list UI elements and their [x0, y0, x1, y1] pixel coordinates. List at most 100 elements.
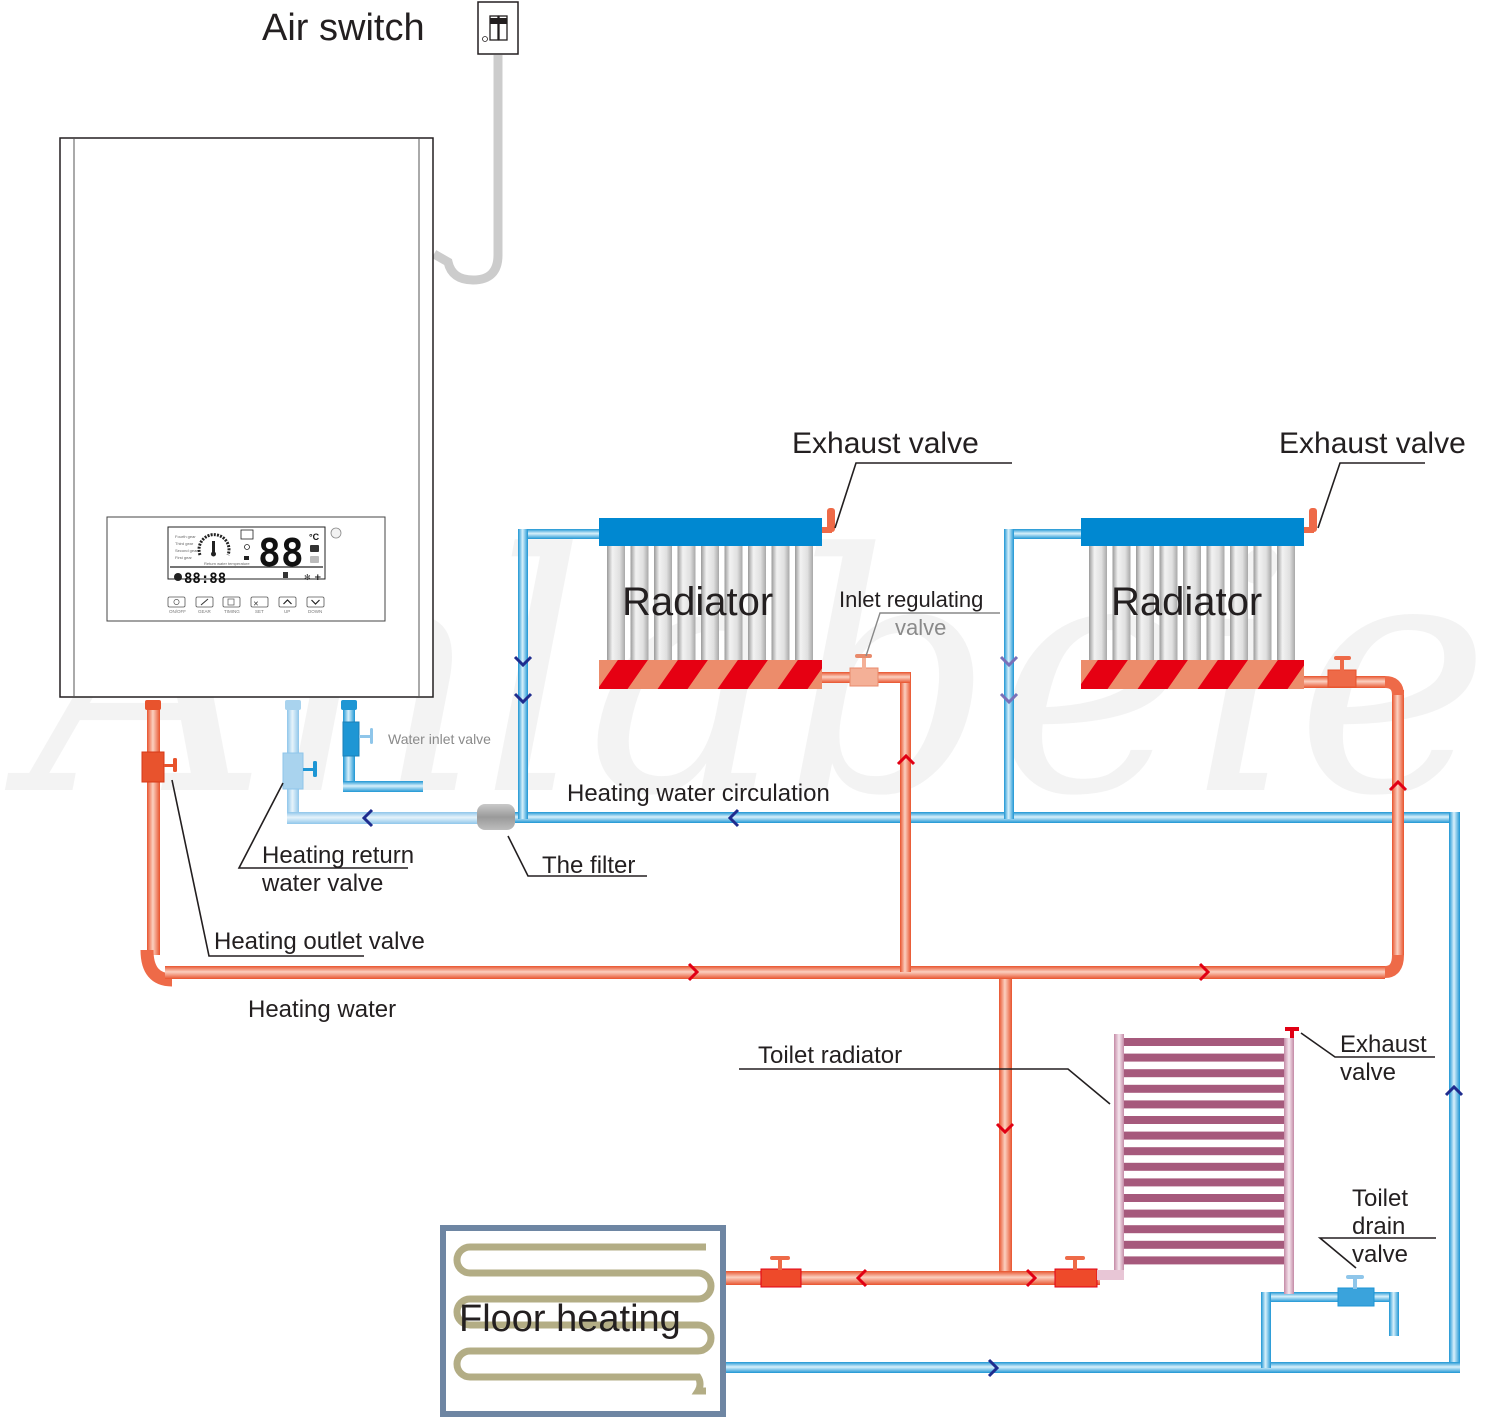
floor-supply-line: [725, 1271, 1100, 1285]
toilet-exhaust-valve-label-line2: valve: [1340, 1059, 1396, 1086]
toilet-radiator-bar: [1124, 1178, 1284, 1187]
filter-label: The filter: [542, 852, 635, 879]
filter-leader: [507, 835, 647, 877]
radiator-fin: [795, 546, 813, 660]
toilet-radiator-bar: [1124, 1038, 1284, 1046]
button-set[interactable]: ✕ SET: [250, 596, 269, 614]
heating-return-water-valve-label-line1: Heating return: [262, 842, 414, 869]
toilet-radiator-bar: [1124, 1069, 1284, 1078]
gear-label-3: Third gear: [175, 541, 194, 546]
air-switch-box: [477, 1, 519, 55]
radiator1-return-drop: [518, 529, 528, 819]
heating-outlet-valve-leader: [171, 779, 364, 957]
tank-icon: [240, 529, 254, 540]
arrow-up-icon: [1444, 1084, 1464, 1097]
button-gear[interactable]: GEAR: [195, 596, 214, 614]
button-timing-label: TIMING: [224, 609, 240, 614]
radiator-1-label: Radiator: [622, 580, 773, 624]
toilet-drain-valve[interactable]: [1337, 1275, 1375, 1307]
heating-return-water-valve-label-line2: water valve: [261, 870, 383, 897]
toilet-drain-valve-label-line2: drain: [1352, 1213, 1405, 1240]
radiator-fin: [748, 546, 766, 660]
toilet-exhaust-valve[interactable]: [1285, 1027, 1299, 1038]
floor-heating: Floor heating: [440, 1225, 726, 1417]
radiator2-return-drop: [1004, 529, 1014, 819]
return-pipe-network: [287, 529, 1460, 1373]
button-down[interactable]: DOWN: [306, 596, 325, 614]
exhaust-valve-1[interactable]: [822, 508, 835, 533]
radiator-fin: [701, 546, 719, 660]
water-inlet-valve[interactable]: [341, 700, 373, 757]
electric-boiler: Fourth gear Third gear Second gear First…: [59, 137, 434, 698]
lock-icon: [244, 556, 249, 560]
radiator2-inlet-valve[interactable]: [1327, 656, 1357, 688]
button-gear-label: GEAR: [198, 609, 212, 614]
gear-label-2: Second gear: [175, 548, 198, 553]
dial-caption: Return water temperature: [204, 561, 250, 566]
arrow-down-icon: [513, 692, 533, 705]
return-riser-right: [1449, 812, 1460, 1372]
toilet-exhaust-valve-leader: [1300, 1032, 1435, 1058]
floor-heating-label: Floor heating: [459, 1298, 681, 1340]
button-timing[interactable]: TIMING: [222, 596, 241, 614]
exhaust-valve-1-leader: [834, 462, 1012, 529]
radiator-fins: [1089, 546, 1295, 660]
radiator-fin: [1277, 546, 1295, 660]
radiator-fin: [1112, 546, 1131, 660]
toilet-radiator-leader: [739, 1068, 1111, 1105]
toilet-radiator-bar: [1124, 1240, 1284, 1249]
floor-heating-frame: [440, 1225, 726, 1417]
arrow-left-icon: [361, 808, 374, 828]
heating-water-circulation-label: Heating water circulation: [567, 780, 830, 807]
heating-water-main: [165, 966, 1385, 979]
arrow-left-icon: [855, 1268, 868, 1288]
toilet-radiator-label: Toilet radiator: [758, 1042, 902, 1069]
heating-icon: [310, 545, 319, 552]
return-main-line: [515, 812, 1460, 823]
toilet-radiator-bar: [1124, 1131, 1284, 1140]
button-up[interactable]: UP: [278, 596, 297, 614]
radiator-fin: [677, 546, 696, 660]
inlet-regulating-valve[interactable]: [849, 654, 879, 687]
arrow-down-icon: [999, 655, 1019, 668]
toilet-radiator-bar: [1124, 1116, 1284, 1124]
snowflake-icon: ✻: [304, 573, 311, 582]
radiator-fin: [1206, 546, 1225, 660]
arrow-right-icon: [987, 1358, 1000, 1378]
radiator-top-header: [1081, 518, 1304, 546]
floor-heating-valve[interactable]: [760, 1256, 802, 1288]
return-pipe-to-filter: [287, 812, 487, 824]
water-inlet-pipe-horizontal: [343, 781, 423, 792]
arrow-right-icon: [1198, 962, 1211, 982]
toilet-radiator-bar: [1124, 1194, 1284, 1202]
indicator-light: [330, 527, 342, 539]
clock-display: 88:88: [184, 571, 226, 587]
radiator-2: Radiator: [1081, 508, 1317, 689]
heating-return-water-valve[interactable]: [282, 700, 317, 790]
radiator-fin: [1230, 546, 1248, 660]
arrow-down-icon: [999, 692, 1019, 705]
chevron-down-icon: [311, 599, 320, 605]
toilet-drain-valve-leader: [1317, 1237, 1436, 1269]
supply-pipe-vertical: [147, 705, 160, 955]
toilet-radiator-bar: [1124, 1147, 1284, 1156]
floor-return-line: [725, 1362, 1460, 1373]
toilet-radiator-valve[interactable]: [1054, 1256, 1098, 1288]
toilet-radiator-bar: [1124, 1162, 1284, 1171]
floor-supply-drop: [999, 979, 1012, 1272]
gear-level-icon: [200, 598, 209, 606]
radiator-fin: [1183, 546, 1201, 660]
exhaust-valve-2[interactable]: [1304, 508, 1317, 533]
radiator-top-header: [599, 518, 822, 546]
toilet-drain-valve-label-line1: Toilet: [1352, 1185, 1408, 1212]
toilet-radiator-bar: [1124, 1100, 1284, 1109]
radiator-bottom-header: [1081, 660, 1304, 689]
heating-water-label: Heating water: [248, 996, 396, 1023]
gear-label-4: Fourth gear: [175, 534, 196, 539]
radiator-fin: [1159, 546, 1178, 660]
heating-outlet-valve[interactable]: [141, 700, 177, 783]
flow-arrows: [361, 655, 1464, 1378]
clock-icon: [174, 573, 182, 581]
button-on-off[interactable]: ON/OFF: [167, 596, 186, 614]
air-switch-label: Air switch: [262, 7, 425, 49]
